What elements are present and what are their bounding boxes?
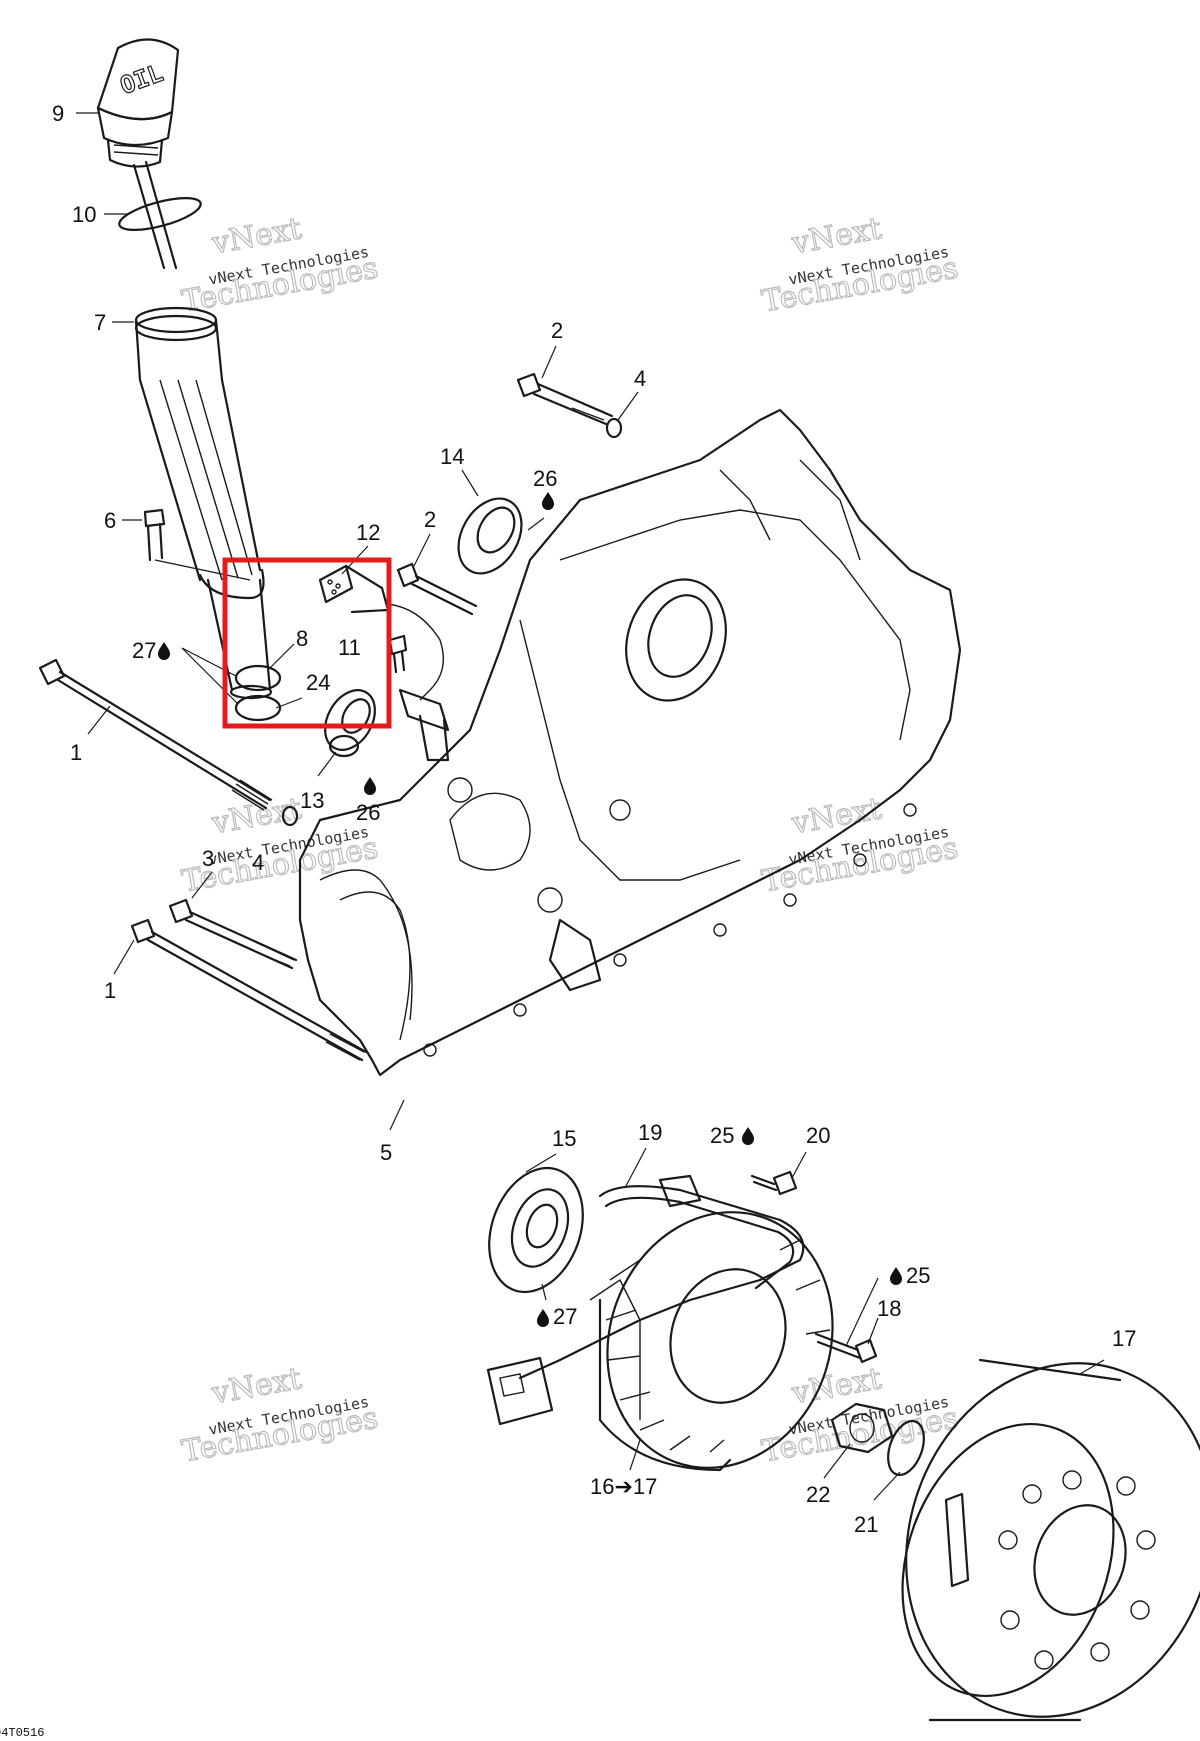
- flywheel-17: [901, 1358, 1200, 1722]
- callout-20: 20: [806, 1123, 830, 1148]
- wiring-harness-19: [486, 1174, 805, 1426]
- long-bolt-1-upper: [38, 658, 273, 811]
- seal-13: [324, 689, 376, 758]
- oil-cap-part: OIL: [96, 38, 180, 168]
- callout-12: 12: [356, 520, 380, 545]
- sensor-12: [318, 564, 444, 701]
- oil-seal-14: [457, 497, 523, 575]
- screw-18: [814, 1332, 878, 1364]
- nut-22: [830, 1402, 894, 1454]
- oil-cap-label: OIL: [116, 59, 166, 100]
- drawing-code: 04T0516: [0, 1726, 44, 1740]
- callout-9: 9: [52, 101, 64, 126]
- svg-text:vNext: vNext: [209, 211, 305, 261]
- watermark: vNext vNext Technologies Technologies vN…: [179, 211, 962, 1470]
- callout-1-upper: 1: [70, 740, 82, 765]
- dipstick-rod: [132, 160, 178, 270]
- callout-19: 19: [638, 1120, 662, 1145]
- callout-labels: 9 10 7 6 27 1 2 4 14 26 12 2 8 11 24 13 …: [52, 101, 1136, 1537]
- highlight-box: [222, 557, 392, 729]
- bolt-3: [168, 898, 298, 970]
- screw-6: [143, 508, 251, 581]
- callout-6: 6: [104, 508, 116, 533]
- lock-washer-21: [887, 1420, 925, 1476]
- svg-text:vNext: vNext: [209, 791, 305, 841]
- callout-14: 14: [440, 444, 464, 469]
- callout-27-upper: 27: [132, 638, 156, 663]
- svg-text:vNext: vNext: [789, 211, 885, 261]
- callout-3: 3: [202, 846, 214, 871]
- long-bolt-1-lower: [130, 918, 368, 1062]
- callout-11: 11: [338, 635, 361, 660]
- callout-4-top: 4: [634, 366, 646, 391]
- o-ring-10: [118, 197, 202, 231]
- screw-11: [388, 634, 408, 674]
- callout-1-lower: 1: [104, 978, 116, 1003]
- oil-filler-tube: [134, 306, 273, 700]
- callout-8: 8: [296, 626, 308, 651]
- crankcase-5: [298, 408, 962, 1077]
- callout-5: 5: [380, 1140, 392, 1165]
- callout-13: 13: [300, 788, 324, 813]
- o-ring-24: [234, 694, 282, 722]
- oil-drop-icon: [158, 492, 902, 1327]
- callout-22: 22: [806, 1482, 830, 1507]
- svg-text:vNext: vNext: [209, 1361, 305, 1411]
- washer-4-top: [605, 417, 623, 439]
- sensor-connector: [398, 688, 450, 762]
- bolt-2-top: [516, 372, 614, 426]
- callout-15: 15: [552, 1126, 576, 1151]
- callout-21: 21: [854, 1512, 878, 1537]
- callout-4-middle: 4: [252, 850, 264, 875]
- stator-16: [589, 1211, 834, 1472]
- callout-17: 17: [1112, 1326, 1136, 1351]
- callout-26-upper: 26: [533, 466, 557, 491]
- bearing-15: [488, 1166, 584, 1294]
- svg-text:vNext: vNext: [789, 1361, 885, 1411]
- callout-2-middle: 2: [424, 507, 436, 532]
- callout-16-17: 16➔17: [590, 1474, 657, 1499]
- callout-24: 24: [306, 670, 330, 695]
- callout-10: 10: [72, 202, 96, 227]
- svg-text:vNext: vNext: [789, 791, 885, 841]
- callout-26-lower: 26: [356, 800, 380, 825]
- washer-4-middle: [281, 805, 299, 827]
- screw-20: [750, 1170, 798, 1196]
- callout-18: 18: [877, 1296, 901, 1321]
- callout-25-upper: 25: [710, 1123, 734, 1148]
- callout-27-lower: 27: [553, 1304, 577, 1329]
- callout-2-top: 2: [551, 318, 563, 343]
- o-ring-8: [234, 664, 282, 692]
- callout-7: 7: [94, 310, 106, 335]
- leader-lines: [76, 112, 1105, 1501]
- bolt-2-middle: [396, 562, 478, 616]
- callout-25-lower: 25: [906, 1263, 930, 1288]
